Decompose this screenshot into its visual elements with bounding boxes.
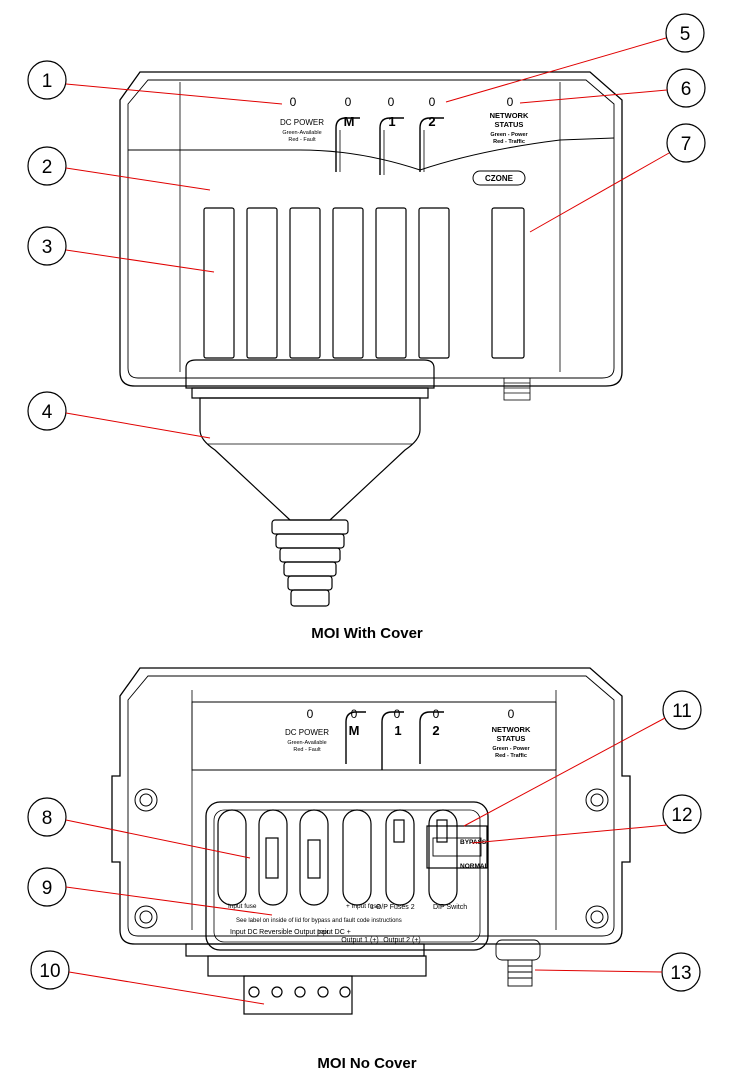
fuse-panel (205, 801, 489, 951)
housing-outline-bottom (111, 667, 631, 945)
network-status-label-1: NETWORK (490, 111, 529, 120)
tab-m (335, 117, 360, 172)
led-m: 0 (345, 95, 352, 109)
op-fuses-label: 1 O/P Fuses 2 (370, 904, 415, 911)
led-window (128, 137, 615, 171)
moi-no-cover-view (111, 667, 631, 1015)
callout-3: 3 (27, 226, 215, 273)
callout-12: 12 (471, 794, 702, 844)
input-fuse-left: Input fuse (228, 903, 257, 910)
led-dc-power: 0 (290, 95, 297, 109)
svg-text:5: 5 (680, 24, 691, 45)
housing-outline (119, 71, 623, 387)
top-led-row: 0 0 0 0 0 (290, 95, 514, 109)
network-red-bottom: Red - Traffic (495, 753, 527, 759)
led-network: 0 (507, 95, 514, 109)
cable-boot (185, 359, 435, 607)
terminal-block (185, 943, 427, 1015)
svg-text:8: 8 (42, 808, 53, 829)
moi-with-cover-view (119, 71, 623, 607)
channel-label-1-bottom: 1 (394, 723, 401, 738)
svg-text:10: 10 (39, 961, 60, 982)
top-callouts: 1 2 3 4 5 6 7 (27, 13, 706, 439)
terminal-label-output-1: Output 1 (+) (341, 937, 379, 944)
callout-6: 6 (519, 68, 706, 108)
channel-label-m-bottom: M (349, 723, 360, 738)
network-green-label: Green - Power (490, 132, 528, 138)
housing-inner-outline (127, 79, 615, 379)
led-1: 0 (388, 95, 395, 109)
dip-switch-box (426, 825, 488, 869)
svg-text:2: 2 (42, 157, 53, 178)
svg-text:9: 9 (42, 878, 53, 899)
led-2-bottom: 0 (433, 707, 440, 721)
svg-text:4: 4 (42, 402, 53, 423)
network-status-1-bottom: NETWORK (492, 725, 531, 734)
tab-1 (379, 117, 404, 175)
channel-label-m: M (344, 114, 355, 129)
callout-4: 4 (27, 391, 211, 439)
czone-logo-text: CZONE (485, 174, 514, 183)
channel-label-2-bottom: 2 (432, 723, 439, 738)
led-2: 0 (429, 95, 436, 109)
lid-instructions: See label on inside of lid for bypass an… (236, 918, 402, 924)
callout-13: 13 (534, 952, 701, 992)
terminal-label-input-dc-minus: Input DC - (230, 929, 263, 936)
callout-8: 8 (27, 797, 251, 859)
network-connector-bottom (495, 939, 541, 987)
callout-1: 1 (27, 60, 283, 105)
channel-label-1: 1 (388, 114, 395, 129)
terminal-labels: Input DC - Reversible Output pair Input … (230, 929, 421, 944)
callout-7: 7 (529, 123, 706, 233)
dc-power-green-label: Green-Available (282, 130, 321, 136)
led-network-bottom: 0 (508, 707, 515, 721)
network-status-label-2: STATUS (495, 120, 524, 129)
callout-10: 10 (30, 950, 265, 1005)
svg-text:3: 3 (42, 237, 53, 258)
caption-no-cover: MOI No Cover (317, 1055, 416, 1072)
svg-text:12: 12 (671, 805, 692, 826)
dip-switch-label: DIP Switch (433, 904, 467, 911)
dc-power-label-bottom: DC POWER (285, 728, 329, 737)
terminal-label-reversible: Reversible Output pair (259, 929, 329, 936)
fuse-slots (203, 207, 525, 359)
terminal-label-output-2: Output 2 (+) (383, 937, 421, 944)
tab-2 (419, 117, 444, 172)
network-red-label: Red - Traffic (493, 139, 525, 145)
network-status-2-bottom: STATUS (497, 734, 526, 743)
callout-9: 9 (27, 867, 273, 916)
input-fuse-plus: + Input fuse (346, 903, 381, 910)
svg-text:13: 13 (670, 963, 691, 984)
terminal-label-input-dc-plus: Input DC + (317, 929, 351, 936)
bottom-led-row: 0 0 0 0 0 (307, 707, 515, 721)
dc-power-green-bottom: Green-Available (287, 740, 326, 746)
dc-power-red-label: Red - Fault (288, 137, 316, 143)
led-m-bottom: 0 (351, 707, 358, 721)
caption-with-cover: MOI With Cover (311, 625, 423, 642)
svg-text:11: 11 (672, 701, 692, 722)
led-dc-power-bottom: 0 (307, 707, 314, 721)
mounting-holes (134, 788, 609, 929)
dc-power-label: DC POWER (280, 118, 324, 127)
fuse-holders (217, 809, 458, 906)
channel-label-2: 2 (428, 114, 435, 129)
bottom-callouts: 8 9 10 11 12 13 (27, 690, 702, 1005)
svg-text:6: 6 (681, 79, 692, 100)
network-green-bottom: Green - Power (492, 746, 530, 752)
czone-logo-badge (472, 170, 526, 186)
callout-5: 5 (445, 13, 705, 103)
svg-text:1: 1 (42, 71, 53, 92)
normal-label: NORMAL (460, 863, 489, 870)
svg-text:7: 7 (681, 134, 692, 155)
dc-power-red-bottom: Red - Fault (293, 747, 321, 753)
callout-2: 2 (27, 146, 211, 191)
led-1-bottom: 0 (394, 707, 401, 721)
callout-11: 11 (463, 690, 702, 827)
network-connector (503, 377, 531, 401)
